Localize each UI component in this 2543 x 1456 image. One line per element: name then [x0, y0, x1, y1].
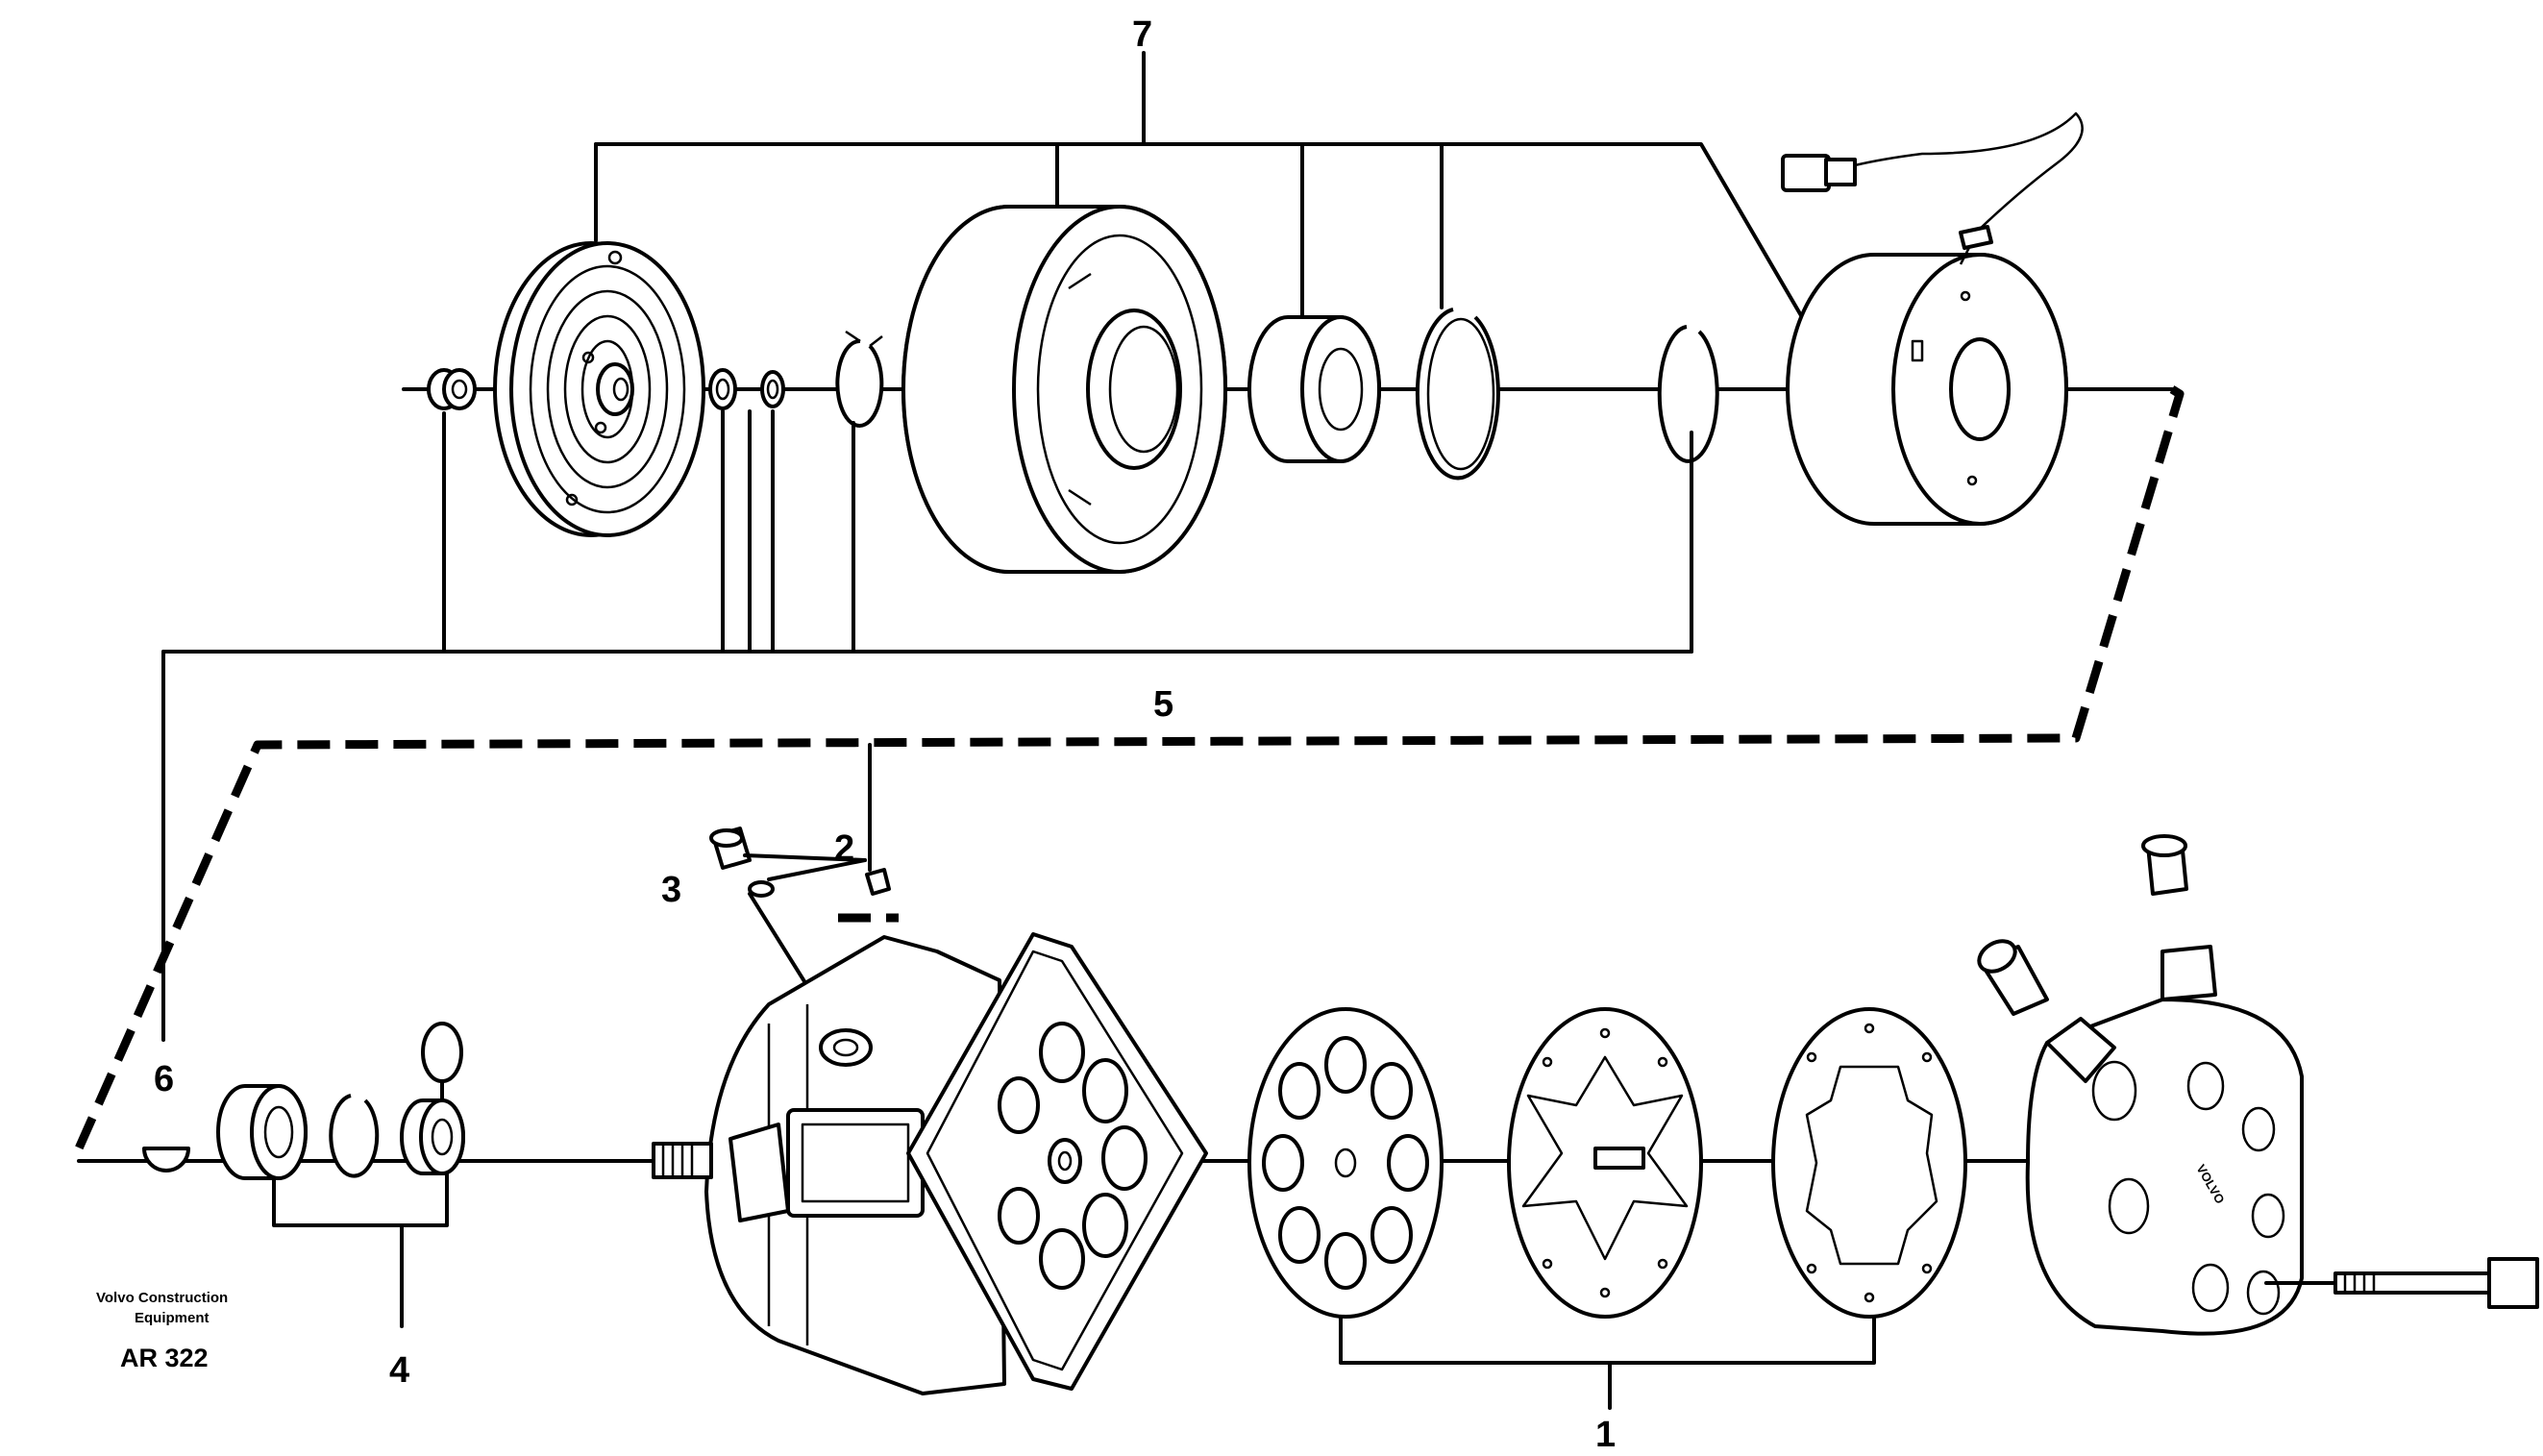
clutch-assembly	[402, 51, 2174, 574]
callout-7: 7	[1132, 14, 1152, 55]
seal-collar	[400, 1098, 465, 1175]
bracket-4	[272, 1172, 449, 1328]
callout-1: 1	[1595, 1415, 1616, 1455]
bracket-5	[161, 409, 1693, 1042]
compressor-body	[652, 932, 1208, 1395]
field-coil	[1781, 111, 2084, 526]
o-ring	[421, 1022, 463, 1083]
bracket-1	[1339, 1315, 1876, 1410]
snap-ring	[1415, 308, 1500, 481]
reference-code: AR 322	[120, 1344, 209, 1372]
clutch-hub-plate	[493, 241, 705, 537]
snap-ring	[1657, 325, 1719, 463]
caption-line-2: Equipment	[135, 1310, 210, 1326]
key	[142, 1147, 190, 1172]
snap-ring	[835, 330, 884, 428]
bracket-7	[594, 51, 1804, 319]
pulley	[901, 205, 1227, 574]
dashed-connector	[74, 385, 2185, 1150]
snap-ring	[329, 1094, 380, 1178]
callout-6: 6	[154, 1059, 174, 1099]
callout-4: 4	[389, 1350, 409, 1391]
nut	[427, 368, 477, 410]
caption-line-1: Volvo Construction	[96, 1290, 228, 1306]
caption-block: Volvo Construction Equipment AR 322	[96, 1290, 228, 1372]
bearing	[1247, 315, 1381, 463]
gasket-disc	[1771, 1007, 1967, 1319]
cylinder-head: VOLVO	[1977, 834, 2539, 1336]
callout-3: 3	[661, 870, 681, 910]
felt-seal	[216, 1084, 308, 1180]
valve-plate	[1247, 1007, 1444, 1319]
callout-2: 2	[834, 828, 854, 869]
callout-labels: 7 5 2 3 6 4 1	[154, 14, 1616, 1455]
compressor-assembly: VOLVO	[77, 743, 2539, 1410]
callout-5: 5	[1153, 684, 1173, 725]
shim-pair	[708, 368, 785, 410]
reed-valve-disc	[1507, 1007, 1703, 1319]
